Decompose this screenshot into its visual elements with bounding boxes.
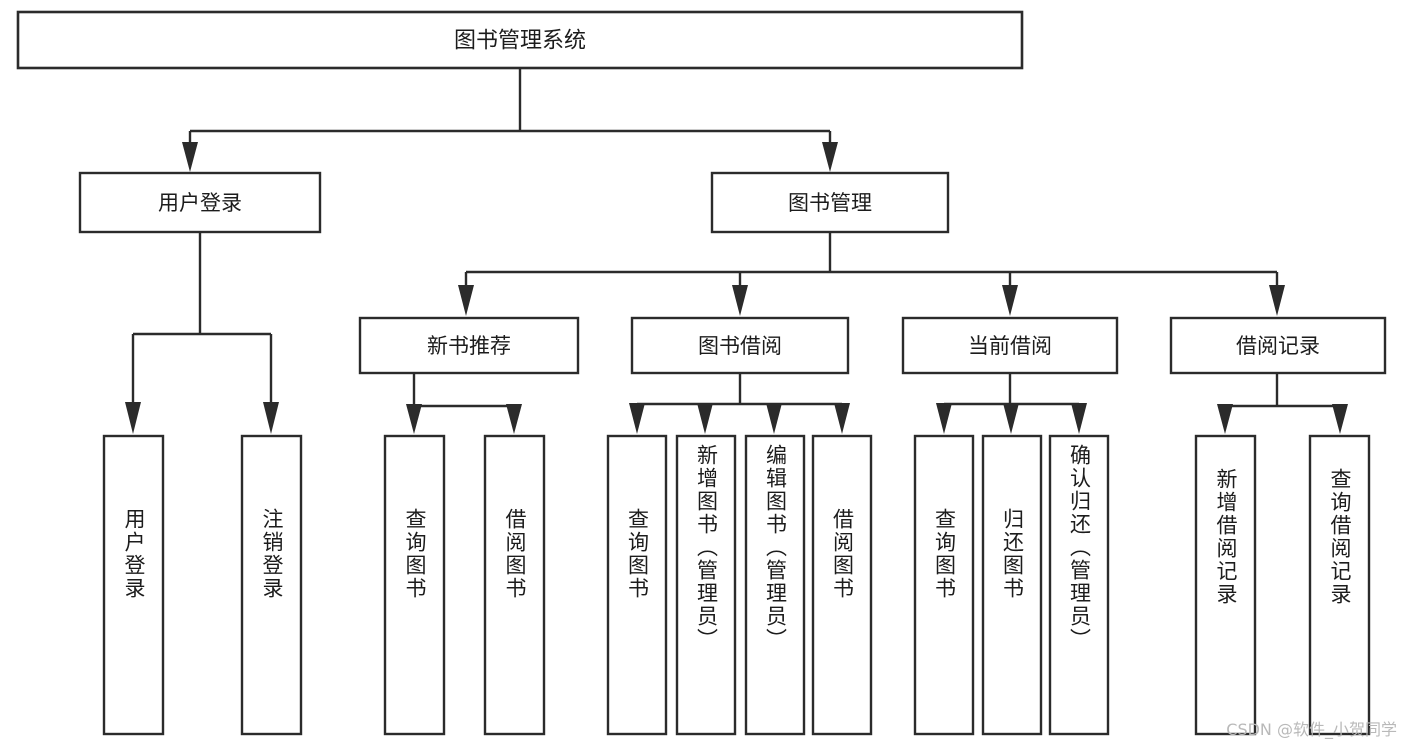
arrow-head-borrow-record [1269,285,1285,316]
leaf-user-login-box[interactable] [102,434,165,736]
node-current-borrow[interactable]: 当前借阅 [901,316,1119,375]
node-borrow-record-label: 借阅记录 [1236,334,1320,358]
arrow-head-leaf-edit-book [766,403,782,434]
arrow-head-leaf-user-login [125,402,141,434]
leaf-add-book-box[interactable] [675,434,737,736]
leaf-return-book-box[interactable] [981,434,1043,736]
leaf-edit-book-box[interactable] [744,434,806,736]
node-root[interactable]: 图书管理系统 [16,10,1024,70]
arrow-head-leaf-borrow-book-1 [506,404,522,434]
node-current-borrow-label: 当前借阅 [968,334,1052,358]
leaf-query-book-2-box[interactable] [606,434,668,736]
node-root-label: 图书管理系统 [454,29,586,54]
arrow-head-leaf-confirm-return [1071,403,1087,434]
leaf-confirm-return-box[interactable] [1048,434,1110,736]
arrow-head-leaf-query-book-3 [936,403,952,434]
arrow-head-current-borrow [1002,285,1018,316]
node-borrow-record-box[interactable] [1169,316,1387,375]
node-book-management[interactable]: 图书管理 [710,171,950,234]
node-book-borrow-label: 图书借阅 [698,334,782,358]
connector-group-new-book-recommend [406,373,522,434]
arrow-head-leaf-return-book [1003,403,1019,434]
arrow-head-leaf-add-record [1217,404,1233,434]
leaf-add-record-box[interactable] [1194,434,1257,736]
connector-group-root [182,69,838,172]
connector-group-user-login [125,232,279,434]
node-root-box[interactable] [16,10,1024,70]
leaf-logout-login-box[interactable] [240,434,303,736]
arrow-head-leaf-add-book [697,403,713,434]
node-user-login-label: 用户登录 [158,191,242,215]
leaf-borrow-book-1-box[interactable] [483,434,546,736]
node-borrow-record[interactable]: 借阅记录 [1169,316,1387,375]
leaf-query-record-box[interactable] [1308,434,1371,736]
leaf-borrow-book-2-box[interactable] [811,434,873,736]
connector-group-borrow-record [1217,373,1348,434]
node-book-management-box[interactable] [710,171,950,234]
leaf-query-book-1-box[interactable] [383,434,446,736]
node-book-management-label: 图书管理 [788,191,872,215]
node-new-book-recommend-box[interactable] [358,316,580,375]
arrow-head-new-book-recommend [458,285,474,316]
connector-group-book-borrow [629,373,850,434]
watermark: CSDN @软件_小贺同学 [1226,720,1397,739]
node-book-borrow[interactable]: 图书借阅 [630,316,850,375]
node-user-login-box[interactable] [78,171,322,234]
node-new-book-recommend-label: 新书推荐 [427,334,511,358]
node-new-book-recommend[interactable]: 新书推荐 [358,316,580,375]
node-book-borrow-box[interactable] [630,316,850,375]
arrow-head-leaf-logout-login [263,402,279,434]
connector-group-current-borrow [936,373,1087,434]
arrow-head-user-login [182,142,198,172]
arrow-head-leaf-query-book-1 [406,404,422,434]
leaf-query-book-3-box[interactable] [913,434,975,736]
leaf-boxes [102,434,1371,736]
arrow-head-leaf-query-record [1332,404,1348,434]
node-current-borrow-box[interactable] [901,316,1119,375]
arrow-head-book-management [822,142,838,172]
arrow-head-book-borrow [732,285,748,316]
node-user-login[interactable]: 用户登录 [78,171,322,234]
arrow-head-leaf-borrow-book-2 [834,403,850,434]
arrow-head-leaf-query-book-2 [629,403,645,434]
connector-group-book-management [458,232,1285,316]
